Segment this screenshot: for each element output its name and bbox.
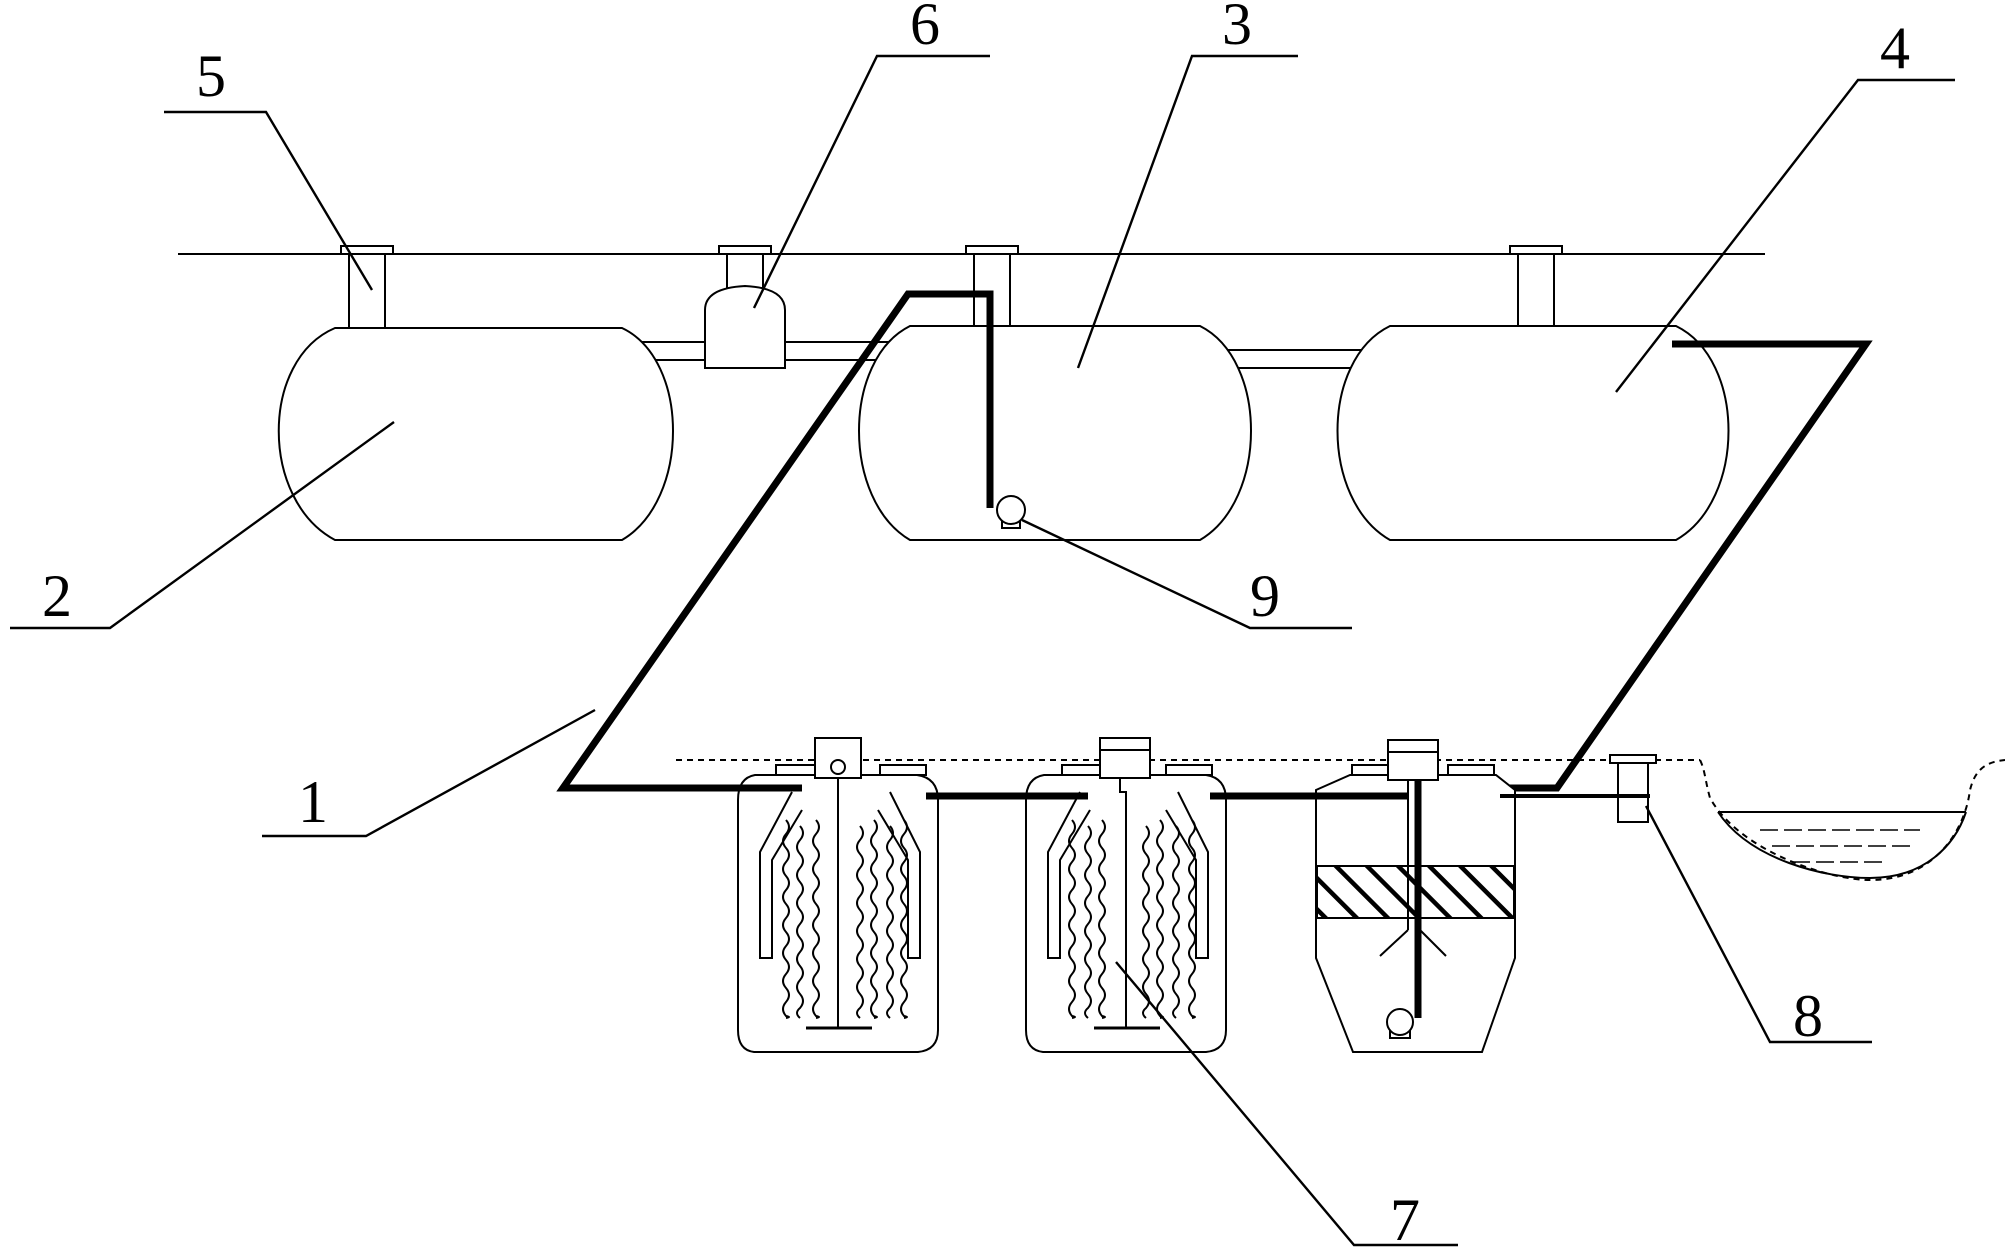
- label-7: 7: [1390, 1187, 1420, 1253]
- outlet-8: [1609, 754, 1657, 823]
- leader-7: [1115, 961, 1458, 1247]
- media-strand: [886, 825, 894, 1019]
- leader-5: [164, 110, 374, 291]
- media-strand: [1142, 825, 1150, 1019]
- label-1: 1: [298, 769, 328, 835]
- label-4: 4: [1880, 15, 1910, 81]
- reactor-b: [1025, 737, 1227, 1053]
- tank-2: [277, 327, 674, 541]
- pump-9: [996, 495, 1026, 529]
- label-5: 5: [196, 43, 226, 109]
- leader-2: [10, 421, 395, 630]
- leader-6: [752, 54, 990, 309]
- media-strands-b: [1068, 819, 1196, 1019]
- riser-tank-4: [1509, 245, 1563, 329]
- leader-9: [1021, 518, 1352, 630]
- media-strand: [1098, 819, 1106, 1019]
- leader-3: [1076, 54, 1298, 369]
- media-strand: [1068, 819, 1076, 1019]
- leader-1: [262, 708, 596, 838]
- media-strand: [1156, 819, 1164, 1019]
- media-strand: [782, 819, 790, 1019]
- media-strand: [812, 819, 820, 1019]
- valve-6: [704, 284, 786, 369]
- riser-tank-2: [340, 245, 394, 329]
- leader-4: [1615, 78, 1955, 393]
- media-strand: [870, 819, 878, 1019]
- media-strand: [1188, 819, 1196, 1019]
- media-strand: [1084, 825, 1092, 1019]
- label-2: 2: [42, 563, 72, 629]
- riser-valve-6: [718, 245, 772, 289]
- tank-4: [1336, 325, 1730, 541]
- media-strand: [1172, 825, 1180, 1019]
- media-strands-a: [782, 819, 908, 1019]
- media-strand: [900, 819, 908, 1019]
- leader-8: [1644, 805, 1872, 1044]
- label-8: 8: [1793, 983, 1823, 1049]
- pond: [1699, 759, 2005, 882]
- motor-c: [1387, 739, 1439, 781]
- label-6: 6: [910, 0, 940, 57]
- media-strand: [796, 825, 804, 1019]
- label-9: 9: [1250, 563, 1280, 629]
- tank-3: [858, 325, 1252, 541]
- motor-b: [1099, 737, 1151, 779]
- label-3: 3: [1222, 0, 1252, 57]
- media-strand: [856, 825, 864, 1019]
